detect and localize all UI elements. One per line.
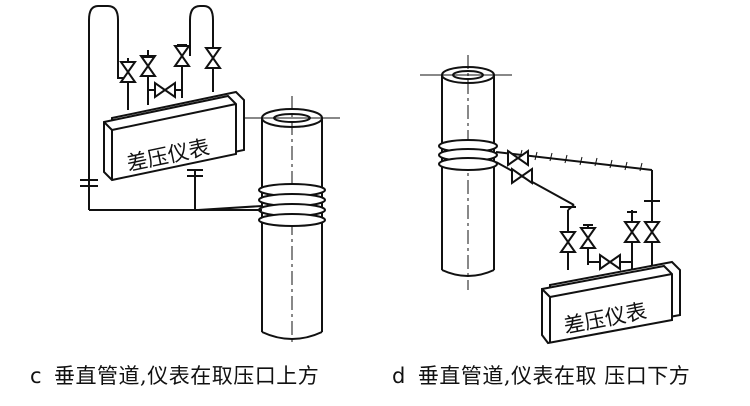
vertical-pipe-c bbox=[242, 96, 340, 345]
pressure-tap-rings-c bbox=[258, 183, 326, 227]
caption-d: d 垂直管道,仪表在取 压口下方 bbox=[392, 360, 690, 390]
impulse-lines-d bbox=[495, 149, 660, 270]
pressure-tap-rings-d bbox=[438, 139, 498, 171]
valve-manifold-c bbox=[120, 44, 221, 98]
instrument-box-d bbox=[541, 260, 681, 345]
vertical-pipe-d bbox=[420, 55, 512, 290]
valve-manifold-d bbox=[507, 150, 660, 270]
caption-c: c 垂直管道,仪表在取压口上方 bbox=[30, 360, 319, 390]
diagram-c bbox=[80, 5, 340, 345]
instrument-box-c bbox=[103, 90, 245, 182]
caption-d-text: 垂直管道,仪表在取 压口下方 bbox=[417, 364, 691, 388]
caption-d-letter: d bbox=[392, 364, 406, 388]
caption-c-letter: c bbox=[30, 364, 43, 388]
caption-c-text: 垂直管道,仪表在取压口上方 bbox=[54, 364, 320, 388]
diagram-d bbox=[420, 55, 681, 345]
